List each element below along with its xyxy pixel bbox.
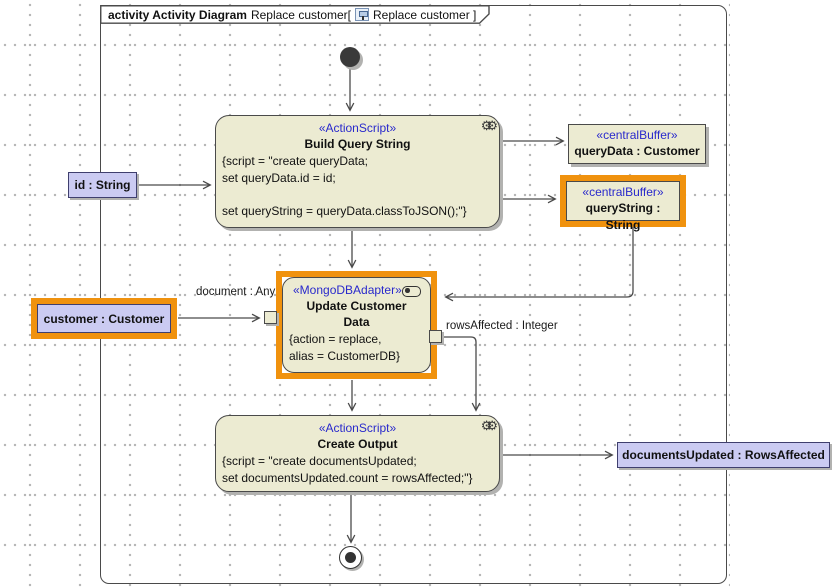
script-line: alias = CustomerDB}: [289, 348, 401, 363]
frame-title-keyword: activity Activity Diagram: [108, 7, 247, 22]
parameter-node-id[interactable]: id : String: [68, 172, 137, 198]
stereotype-label: «ActionScript»: [318, 121, 397, 135]
edge-label-document: document : Any: [196, 286, 276, 298]
script-line: [222, 186, 493, 203]
action-script-body: {script = "create documentsUpdated; set …: [216, 452, 499, 486]
script-line: set documentsUpdated.count = rowsAffecte…: [222, 470, 473, 485]
action-build-query-string[interactable]: ⚙⚙ «ActionScript» Build Query String {sc…: [215, 115, 500, 228]
central-buffer-query-string[interactable]: «centralBuffer» queryString : String: [566, 181, 680, 232]
parameter-label: customer : Customer: [43, 311, 165, 326]
frame-title-name: Replace customer[: [250, 7, 351, 22]
script-line: {script = "create documentsUpdated;: [222, 454, 417, 468]
action-script-body: {script = "create queryData; set queryDa…: [216, 152, 499, 219]
highlight-customer: customer : Customer: [31, 298, 177, 339]
stereotype-label: «centralBuffer»: [596, 128, 678, 142]
action-script-body: {action = replace, alias = CustomerDB}: [283, 330, 430, 364]
script-line: {script = "create queryData;: [222, 154, 368, 168]
action-update-customer-data[interactable]: «MongoDBAdapter» Update Customer Data {a…: [282, 277, 431, 373]
gears-icon: ⚙⚙: [480, 418, 498, 433]
central-buffer-query-data[interactable]: «centralBuffer» queryData : Customer: [568, 124, 706, 164]
input-pin-document[interactable]: [264, 311, 277, 324]
adapter-toggle-icon: [402, 286, 421, 297]
parameter-node-documents-updated[interactable]: documentsUpdated : RowsAffected: [617, 442, 830, 468]
frame-title-ref: Replace customer ]: [373, 7, 477, 22]
parameter-label: id : String: [74, 178, 131, 192]
gears-icon: ⚙⚙: [480, 118, 498, 133]
script-line: set queryData.id = id;: [222, 170, 336, 185]
script-line: set queryString = queryData.classToJSON(…: [222, 203, 467, 218]
action-name: Build Query String: [304, 137, 411, 151]
highlight-query-string: «centralBuffer» queryString : String: [560, 175, 686, 232]
initial-node[interactable]: [340, 47, 360, 67]
buffer-name: queryData : Customer: [574, 144, 700, 158]
stereotype-label: «ActionScript»: [318, 421, 397, 435]
action-create-output[interactable]: ⚙⚙ «ActionScript» Create Output {script …: [215, 415, 500, 492]
buffer-name: queryString : String: [585, 201, 661, 232]
edge-label-rows-affected: rowsAffected : Integer: [446, 320, 558, 332]
parameter-node-customer[interactable]: customer : Customer: [37, 304, 171, 333]
activity-diagram-icon: [355, 8, 369, 21]
highlight-update-customer: «MongoDBAdapter» Update Customer Data {a…: [276, 271, 437, 379]
frame-title-pentagon: [100, 5, 490, 24]
action-name: Create Output: [317, 437, 398, 451]
frame-title[interactable]: activity Activity Diagram Replace custom…: [100, 5, 490, 24]
stereotype-label: «centralBuffer»: [582, 185, 664, 199]
action-name: Update Customer Data: [306, 299, 407, 329]
script-line: {action = replace,: [289, 332, 382, 346]
stereotype-label: «MongoDBAdapter»: [293, 283, 402, 297]
output-pin-rows-affected[interactable]: [429, 330, 442, 343]
activity-final-node[interactable]: [339, 546, 362, 569]
parameter-label: documentsUpdated : RowsAffected: [622, 448, 825, 462]
